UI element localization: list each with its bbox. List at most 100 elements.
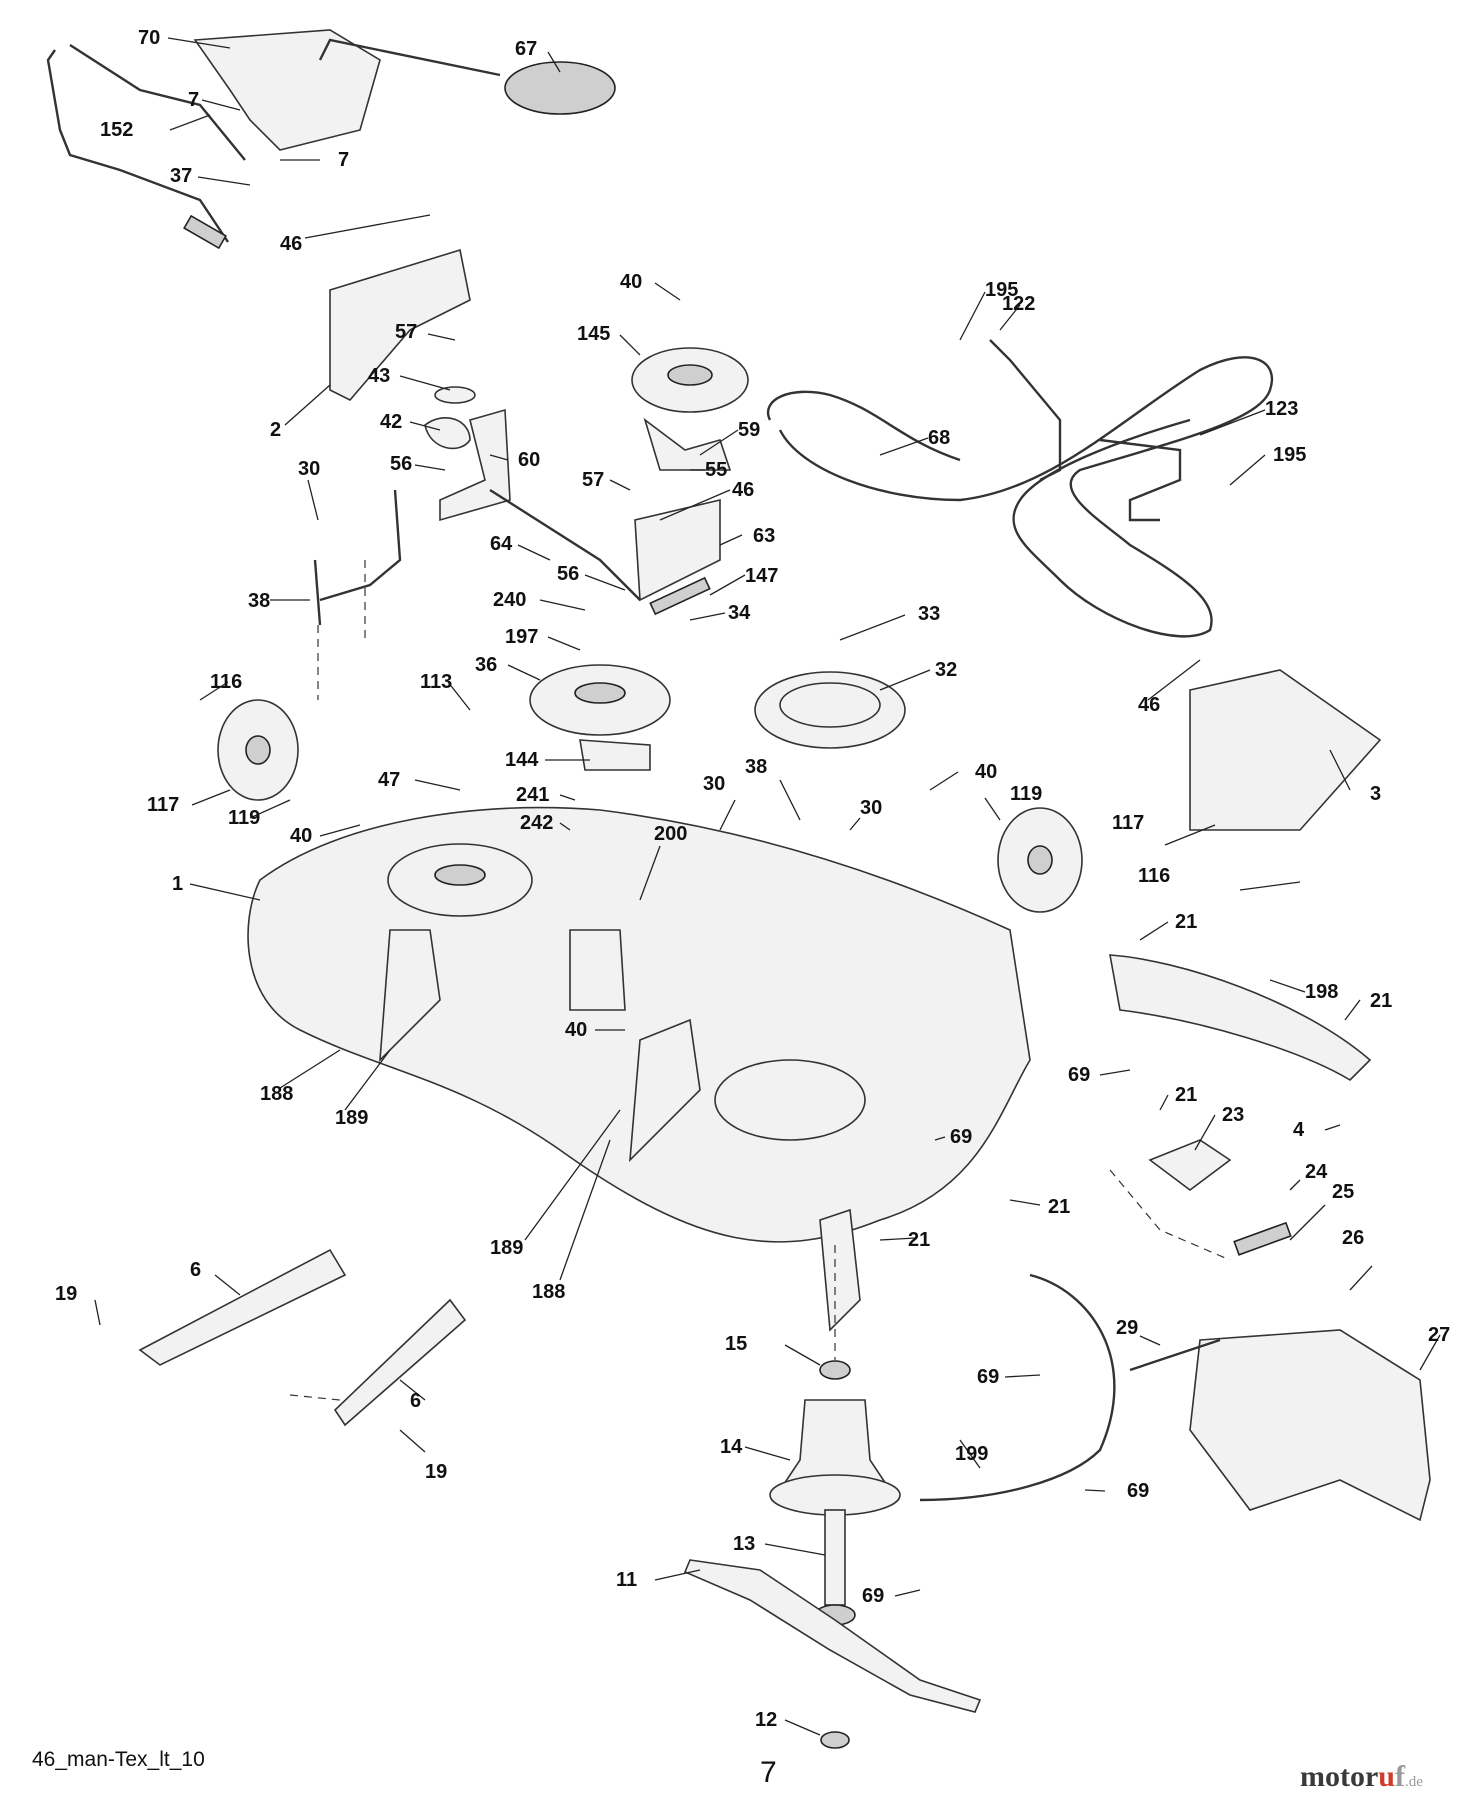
- anti-scalp-198: [1109, 954, 1372, 1082]
- callout-label: 1: [172, 873, 183, 895]
- callout-label: 116: [1138, 865, 1170, 887]
- bracket-38-left: [313, 489, 402, 626]
- callout-label: 46: [1138, 694, 1160, 716]
- callout-label: 2: [270, 419, 281, 441]
- callout-label: 34: [728, 602, 751, 624]
- callout-label: 38: [248, 590, 270, 612]
- callout-label: 36: [475, 654, 497, 676]
- callout-label: 21: [1175, 1084, 1197, 1106]
- callout-label: 242: [520, 812, 553, 834]
- callout-label: 15: [725, 1333, 747, 1355]
- callout-label: 42: [380, 411, 402, 433]
- callout-label: 122: [1002, 293, 1035, 315]
- mower-blade-11: [683, 1559, 982, 1713]
- deck-spindle-opening: [714, 1059, 866, 1141]
- deck-guard-199: [919, 1273, 1116, 1502]
- callout-label: 69: [1127, 1480, 1149, 1502]
- belt-guide-122: [989, 339, 1062, 482]
- callout-label: 119: [1010, 783, 1042, 805]
- idler-arm-spring: [424, 416, 471, 450]
- callout-label: 117: [1112, 812, 1144, 834]
- clutch-cable-2: [69, 43, 246, 161]
- callout-label: 70: [138, 27, 160, 49]
- callout-label: 60: [518, 449, 540, 471]
- callout-label: 147: [745, 565, 778, 587]
- callout-label: 4: [1293, 1119, 1305, 1141]
- deck-bracket-189: [629, 1018, 701, 1163]
- callout-label: 37: [170, 165, 192, 187]
- callout-label: 64: [490, 533, 513, 555]
- deck-baffle-200: [569, 929, 626, 1011]
- deflector-bracket-23: [1148, 1139, 1232, 1191]
- callout-label: 144: [505, 749, 539, 771]
- callout-label: 56: [390, 453, 412, 475]
- bracket-144: [579, 739, 651, 771]
- callout-label: 188: [260, 1083, 293, 1105]
- right-belt-cover: [1189, 669, 1382, 831]
- callout-label: 46: [732, 479, 754, 501]
- belt-guide-123: [1099, 438, 1182, 522]
- callout-label: 21: [1370, 990, 1392, 1012]
- callout-label: 29: [1116, 1317, 1138, 1339]
- callout-label: 30: [298, 458, 320, 480]
- callout-label: 67: [515, 38, 537, 60]
- callout-label: 40: [565, 1019, 587, 1041]
- callout-label: 117: [147, 794, 179, 816]
- callout-label: 19: [55, 1283, 77, 1305]
- callout-label: 38: [745, 756, 767, 778]
- callout-label: 189: [490, 1237, 523, 1259]
- callout-label: 188: [532, 1281, 565, 1303]
- diagram-reference-code: 46_man-Tex_lt_10: [32, 1748, 205, 1771]
- stabilizer-rod-upper: [138, 1248, 347, 1366]
- deck-hanger-front: [819, 1208, 861, 1332]
- callout-label: 198: [1305, 981, 1338, 1003]
- callout-label: 68: [928, 427, 950, 449]
- deck-bracket-188: [379, 929, 441, 1063]
- brand-accent: u: [1378, 1760, 1395, 1793]
- callout-label: 21: [1175, 911, 1197, 933]
- clutch-handle: [504, 61, 616, 115]
- callout-label: 19: [425, 1461, 447, 1483]
- spring-147: [649, 576, 711, 616]
- callout-label: 11: [616, 1569, 637, 1591]
- callout-label: 14: [720, 1436, 743, 1458]
- callout-label: 199: [955, 1443, 988, 1465]
- stabilizer-rod-lower: [333, 1298, 467, 1427]
- mower-deck-housing: [247, 806, 1031, 1243]
- callout-label: 197: [505, 626, 538, 648]
- discharge-chute-27: [1189, 1329, 1431, 1522]
- spindle-bearing-15: [819, 1360, 851, 1380]
- callout-label: 21: [1048, 1196, 1070, 1218]
- callout-label: 123: [1265, 398, 1298, 420]
- callout-label: 46: [280, 233, 302, 255]
- callout-label: 3: [1370, 783, 1381, 805]
- callout-label: 55: [705, 459, 727, 481]
- callout-label: 119: [228, 807, 260, 829]
- callout-label: 47: [378, 769, 400, 791]
- callout-label: 27: [1428, 1324, 1450, 1346]
- callout-label: 63: [753, 525, 775, 547]
- callout-label: 40: [290, 825, 312, 847]
- callout-label: 32: [935, 659, 957, 681]
- callout-label: 195: [985, 279, 1018, 301]
- callout-label: 6: [410, 1390, 421, 1412]
- pulley-bracket-59: [643, 417, 732, 471]
- callout-labels: 70 67 7 152 7 37 46 2 57 43 42 60 56 30 …: [55, 27, 1450, 1731]
- callout-label: 24: [1305, 1161, 1328, 1183]
- callout-label: 56: [557, 563, 579, 585]
- callout-label: 43: [368, 365, 390, 387]
- spring: [183, 214, 227, 250]
- callout-label: 26: [1342, 1227, 1364, 1249]
- left-belt-cover: [329, 248, 471, 401]
- callout-label: 59: [738, 419, 760, 441]
- callout-label: 69: [862, 1585, 884, 1607]
- callout-label: 23: [1222, 1104, 1244, 1126]
- callout-label: 113: [420, 671, 452, 693]
- callout-label: 57: [582, 469, 604, 491]
- rod-29: [1129, 1338, 1221, 1372]
- callout-label: 116: [210, 671, 242, 693]
- brand-watermark: motoruf.de: [1300, 1760, 1423, 1794]
- clutch-bracket: [193, 29, 381, 151]
- callout-label: 145: [577, 323, 610, 345]
